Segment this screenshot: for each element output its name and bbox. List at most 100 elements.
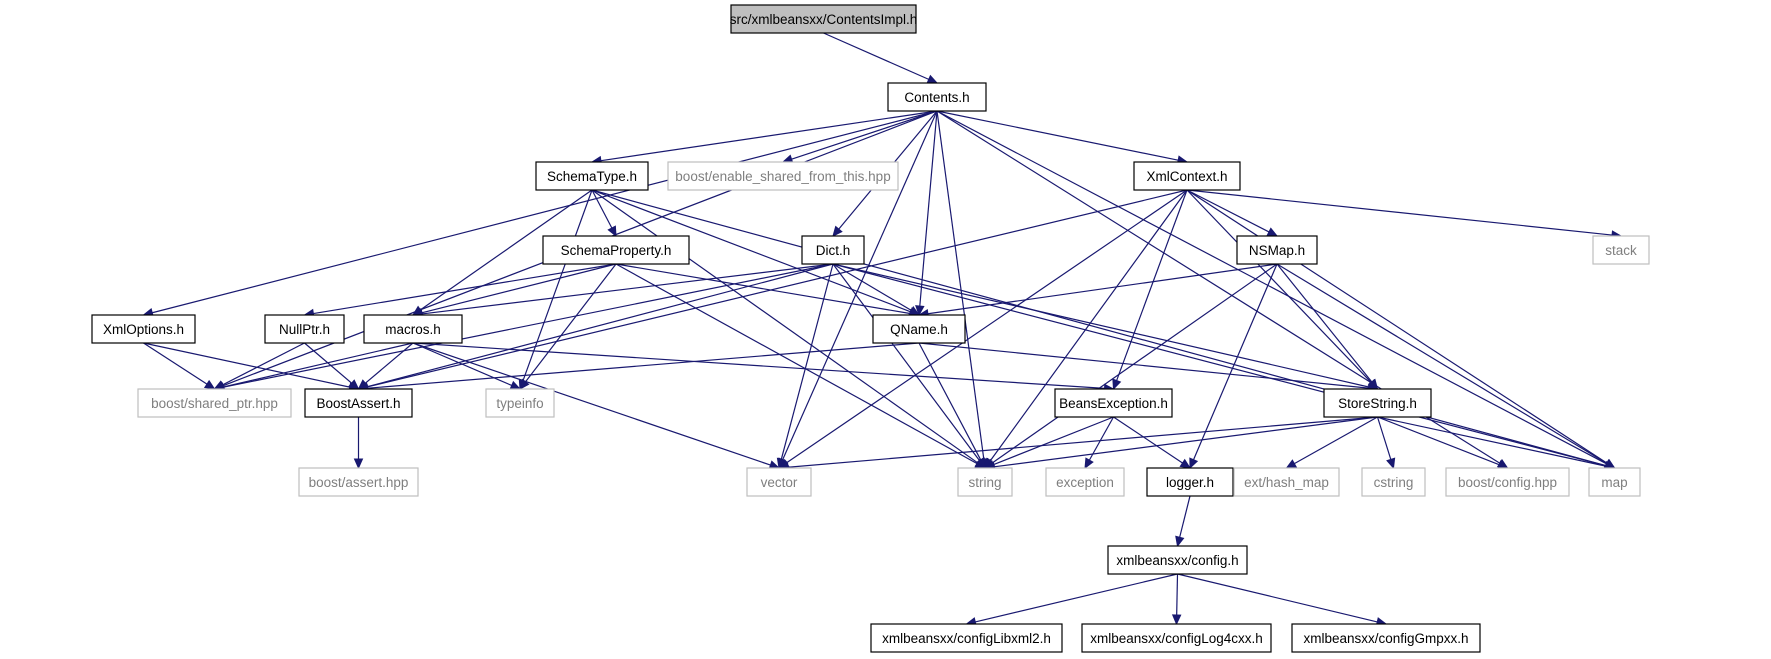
edge-schematype-to-schemaproperty <box>591 189 617 238</box>
edge-contents-to-map <box>936 110 1616 469</box>
node-box <box>1291 623 1481 653</box>
node-box <box>801 235 865 265</box>
node-logger[interactable]: logger.h <box>1146 467 1234 497</box>
node-exception: exception <box>1045 467 1125 497</box>
edge-contents-to-qname <box>915 110 938 317</box>
edge-dict-to-map <box>832 263 1616 471</box>
edge-xmlcontext-to-beansexception <box>1112 189 1188 391</box>
node-box <box>1133 161 1241 191</box>
edge-nsmap-to-logger <box>1189 263 1278 470</box>
node-label: src/xmlbeansxx/ContentsImpl.h <box>730 12 918 27</box>
edge-schematype-to-typeinfo <box>518 189 593 391</box>
node-label: boost/assert.hpp <box>309 475 409 490</box>
edge-storestring-to-cstring <box>1376 416 1396 470</box>
node-box <box>1107 545 1248 575</box>
node-dict[interactable]: Dict.h <box>801 235 865 265</box>
node-box <box>1233 467 1340 497</box>
edge-xmloptions-to-shared_ptr <box>143 342 216 390</box>
node-label: exception <box>1056 475 1114 490</box>
edge-xmlcontext-to-nsmap <box>1186 189 1279 237</box>
edge-beansexception-to-exception <box>1084 416 1115 470</box>
node-typeinfo: typeinfo <box>485 388 555 418</box>
node-schematype[interactable]: SchemaType.h <box>535 161 649 191</box>
node-box <box>485 388 555 418</box>
node-label: XmlOptions.h <box>103 322 184 337</box>
node-label: map <box>1601 475 1627 490</box>
node-contentsimpl[interactable]: src/xmlbeansxx/ContentsImpl.h <box>730 4 918 34</box>
node-box <box>535 161 649 191</box>
edge-contents-to-xmloptions <box>142 110 938 318</box>
node-vector: vector <box>746 467 812 497</box>
node-beansexception[interactable]: BeansException.h <box>1054 388 1173 418</box>
node-label: boost/config.hpp <box>1458 475 1557 490</box>
node-label: xmlbeansxx/configLog4cxx.h <box>1090 631 1263 646</box>
node-box <box>1146 467 1234 497</box>
node-xmlcontext[interactable]: XmlContext.h <box>1133 161 1241 191</box>
node-log4cxx[interactable]: xmlbeansxx/configLog4cxx.h <box>1081 623 1272 653</box>
edge-beansexception-to-logger <box>1113 416 1192 469</box>
node-macros[interactable]: macros.h <box>363 314 463 344</box>
edge-contentsimpl-to-contents <box>823 32 939 84</box>
node-nsmap[interactable]: NSMap.h <box>1236 235 1318 265</box>
edge-nsmap-to-storestring <box>1276 263 1379 390</box>
node-assert_hpp: boost/assert.hpp <box>298 467 419 497</box>
node-gmpxx[interactable]: xmlbeansxx/configGmpxx.h <box>1291 623 1481 653</box>
node-label: BeansException.h <box>1059 396 1168 411</box>
node-label: xmlbeansxx/configGmpxx.h <box>1303 631 1468 646</box>
node-box <box>1361 467 1426 497</box>
edge-xconfig-to-gmpxx <box>1177 573 1388 627</box>
node-box <box>957 467 1013 497</box>
node-label: ext/hash_map <box>1244 475 1329 490</box>
node-box <box>264 314 345 344</box>
node-label: XmlContext.h <box>1146 169 1227 184</box>
node-nullptr[interactable]: NullPtr.h <box>264 314 345 344</box>
edge-contents-to-enable_shared <box>781 110 938 164</box>
edge-boostassert-to-assert_hpp <box>353 417 364 470</box>
node-storestring[interactable]: StoreString.h <box>1323 388 1432 418</box>
edge-schemaproperty-to-macros <box>411 263 617 318</box>
node-label: boost/enable_shared_from_this.hpp <box>675 169 890 184</box>
node-label: Dict.h <box>816 243 851 258</box>
node-qname[interactable]: QName.h <box>872 314 966 344</box>
node-enable_shared: boost/enable_shared_from_this.hpp <box>667 161 899 191</box>
node-box <box>1592 235 1650 265</box>
node-box <box>1323 388 1432 418</box>
node-label: cstring <box>1374 475 1414 490</box>
node-box <box>1081 623 1272 653</box>
edge-storestring-to-map <box>1377 416 1616 471</box>
node-box <box>1054 388 1173 418</box>
node-box <box>730 4 917 34</box>
node-box <box>298 467 419 497</box>
node-libxml2[interactable]: xmlbeansxx/configLibxml2.h <box>870 623 1063 653</box>
node-xconfig[interactable]: xmlbeansxx/config.h <box>1107 545 1248 575</box>
node-box <box>363 314 463 344</box>
edge-macros-to-vector <box>412 342 781 470</box>
node-cstring: cstring <box>1361 467 1426 497</box>
edge-macros-to-beansexception <box>412 342 1115 394</box>
edge-contents-to-xmlcontext <box>936 110 1189 165</box>
edge-dict-to-macros <box>411 263 834 319</box>
node-schemaproperty[interactable]: SchemaProperty.h <box>542 235 690 265</box>
node-contents[interactable]: Contents.h <box>887 82 987 112</box>
node-map: map <box>1588 467 1641 497</box>
edge-storestring-to-config_hpp <box>1377 416 1509 469</box>
node-box <box>887 82 987 112</box>
node-label: typeinfo <box>496 396 543 411</box>
edge-contents-to-schematype <box>590 110 938 166</box>
node-label: macros.h <box>385 322 441 337</box>
node-box <box>1236 235 1318 265</box>
node-label: StoreString.h <box>1338 396 1417 411</box>
edge-nullptr-to-shared_ptr <box>213 342 305 390</box>
node-xmloptions[interactable]: XmlOptions.h <box>91 314 196 344</box>
node-label: NullPtr.h <box>279 322 330 337</box>
node-label: logger.h <box>1166 475 1214 490</box>
node-label: BoostAssert.h <box>316 396 400 411</box>
edge-beansexception-to-string <box>983 416 1114 469</box>
edge-xconfig-to-log4cxx <box>1171 573 1182 626</box>
node-box <box>1045 467 1125 497</box>
node-box <box>304 388 413 418</box>
node-boostassert[interactable]: BoostAssert.h <box>304 388 413 418</box>
edge-storestring-to-hash_map <box>1285 416 1378 469</box>
node-label: stack <box>1605 243 1637 258</box>
